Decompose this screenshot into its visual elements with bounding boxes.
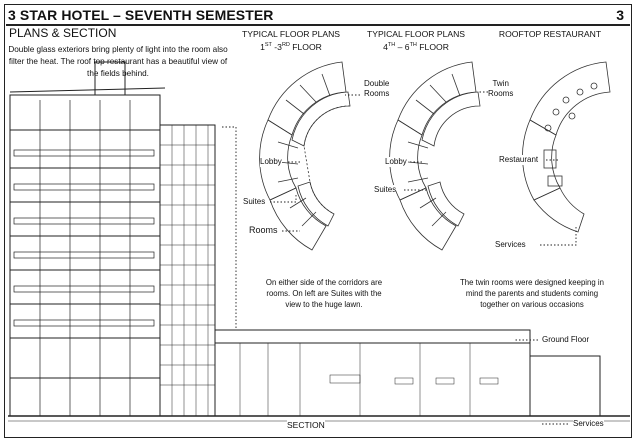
lobby-label-2: Lobby <box>385 157 407 167</box>
plan1-floor-a: 1 <box>260 41 265 52</box>
plan1-drawing <box>259 61 351 251</box>
twin-note-line1: The twin rooms were designed keeping in <box>460 278 604 287</box>
lobby-label-1: Lobby <box>260 157 282 167</box>
sheet-frame <box>4 4 632 438</box>
corridor-note-line2: rooms. On left are Suites with the <box>266 289 382 298</box>
section-caption: SECTION <box>287 420 325 430</box>
services-plan-label: Services <box>495 240 526 250</box>
rooms-label: Rooms <box>249 225 278 235</box>
corridor-note-line1: On either side of the corridors are <box>265 278 383 287</box>
plan2-floor-a: 4 <box>383 41 388 52</box>
twin-rooms-label: Twin Rooms <box>488 79 514 99</box>
corridor-note-line3: view to the huge lawn. <box>285 300 363 309</box>
double-rooms-line1: Double <box>364 79 390 88</box>
twin-rooms-line2: Rooms <box>488 89 514 98</box>
plan2-floor-c: FLOOR <box>416 41 449 52</box>
ground-floor-label: Ground Floor <box>542 335 590 345</box>
leader-lines <box>222 91 577 425</box>
twin-rooms-line1: Twin <box>492 79 509 88</box>
corridor-note: On either side of the corridors are room… <box>244 277 404 310</box>
plan2-title: TYPICAL FLOOR PLANS <box>366 29 466 39</box>
suites-label-1: Suites <box>243 197 266 207</box>
plan2-floor-b: – 6 <box>395 41 410 52</box>
plan3-title: ROOFTOP RESTAURANT <box>498 29 602 39</box>
twin-rooms-note: The twin rooms were designed keeping in … <box>448 277 616 310</box>
twin-note-line2: mind the parents and students coming <box>465 289 599 298</box>
plan2-drawing <box>389 61 481 251</box>
restaurant-label: Restaurant <box>499 155 539 165</box>
section-heading: PLANS & SECTION <box>9 26 117 40</box>
page-number: 3 <box>616 7 624 23</box>
plan1-floor-sup2: RD <box>281 42 290 48</box>
sheet-title: 3 STAR HOTEL – SEVENTH SEMESTER <box>8 7 274 23</box>
plan3-drawing <box>522 61 611 233</box>
plan1-floor-range: 1ST -3RD FLOOR <box>232 40 350 53</box>
plan1-floor-b: -3 <box>271 41 282 52</box>
plan3-header: ROOFTOP RESTAURANT <box>490 29 610 40</box>
plan2-floor-range: 4TH – 6TH FLOOR <box>357 40 475 53</box>
double-rooms-line2: Rooms <box>364 89 390 98</box>
title-bar: 3 STAR HOTEL – SEVENTH SEMESTER 3 <box>6 6 630 26</box>
plan1-header: TYPICAL FLOOR PLANS 1ST -3RD FLOOR <box>232 29 350 53</box>
double-rooms-label: Double Rooms <box>364 79 390 99</box>
plan2-header: TYPICAL FLOOR PLANS 4TH – 6TH FLOOR <box>357 29 475 53</box>
plan2-floor-sup2: TH <box>409 42 417 48</box>
plan1-floor-sup1: ST <box>264 42 272 48</box>
plan2-floor-sup1: TH <box>387 42 396 48</box>
plan1-floor-c: FLOOR <box>289 41 322 52</box>
plan1-title: TYPICAL FLOOR PLANS <box>241 29 341 39</box>
suites-label-2: Suites <box>374 185 397 195</box>
twin-note-line3: together on various occasions <box>480 300 584 309</box>
services-section-label: Services <box>573 419 604 429</box>
